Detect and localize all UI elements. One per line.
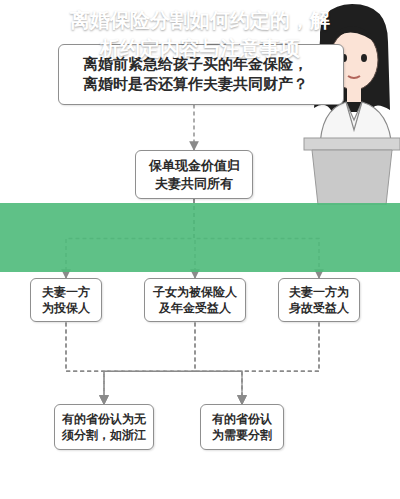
box-text: 有的省份认为无须分割，如浙江 <box>62 411 146 443</box>
box-text: 保单现金价值归夫妻共同所有 <box>146 157 242 192</box>
flow-arrow <box>242 322 319 404</box>
title-banner <box>0 203 400 272</box>
process-box: 有的省份认为需要分割 <box>200 404 284 450</box>
box-text: 有的省份认为需要分割 <box>208 411 276 443</box>
flow-arrow <box>104 322 195 404</box>
box-text: 夫妻一方为身故受益人 <box>285 284 353 316</box>
process-box: 保单现金价值归夫妻共同所有 <box>135 150 253 199</box>
process-box: 夫妻一方为身故受益人 <box>278 278 360 322</box>
box-text: 夫妻一方为投保人 <box>37 284 95 316</box>
flow-arrow <box>66 322 242 404</box>
process-box: 夫妻一方为投保人 <box>30 278 102 322</box>
box-text: 子女为被保险人及年金受益人 <box>151 284 239 316</box>
flow-arrow <box>193 105 194 151</box>
box-text: 离婚前紧急给孩子买的年金保险，离婚时是否还算作夫妻共同财产？ <box>83 54 319 95</box>
process-box: 子女为被保险人及年金受益人 <box>144 278 246 322</box>
process-box: 有的省份认为无须分割，如浙江 <box>54 404 154 450</box>
flow-arrow <box>195 322 242 404</box>
banner-title: 离婚保险分割如何约定的，解析约定内容与注意事项 <box>62 6 337 62</box>
flow-arrow <box>66 322 104 404</box>
flow-arrow <box>104 322 319 404</box>
